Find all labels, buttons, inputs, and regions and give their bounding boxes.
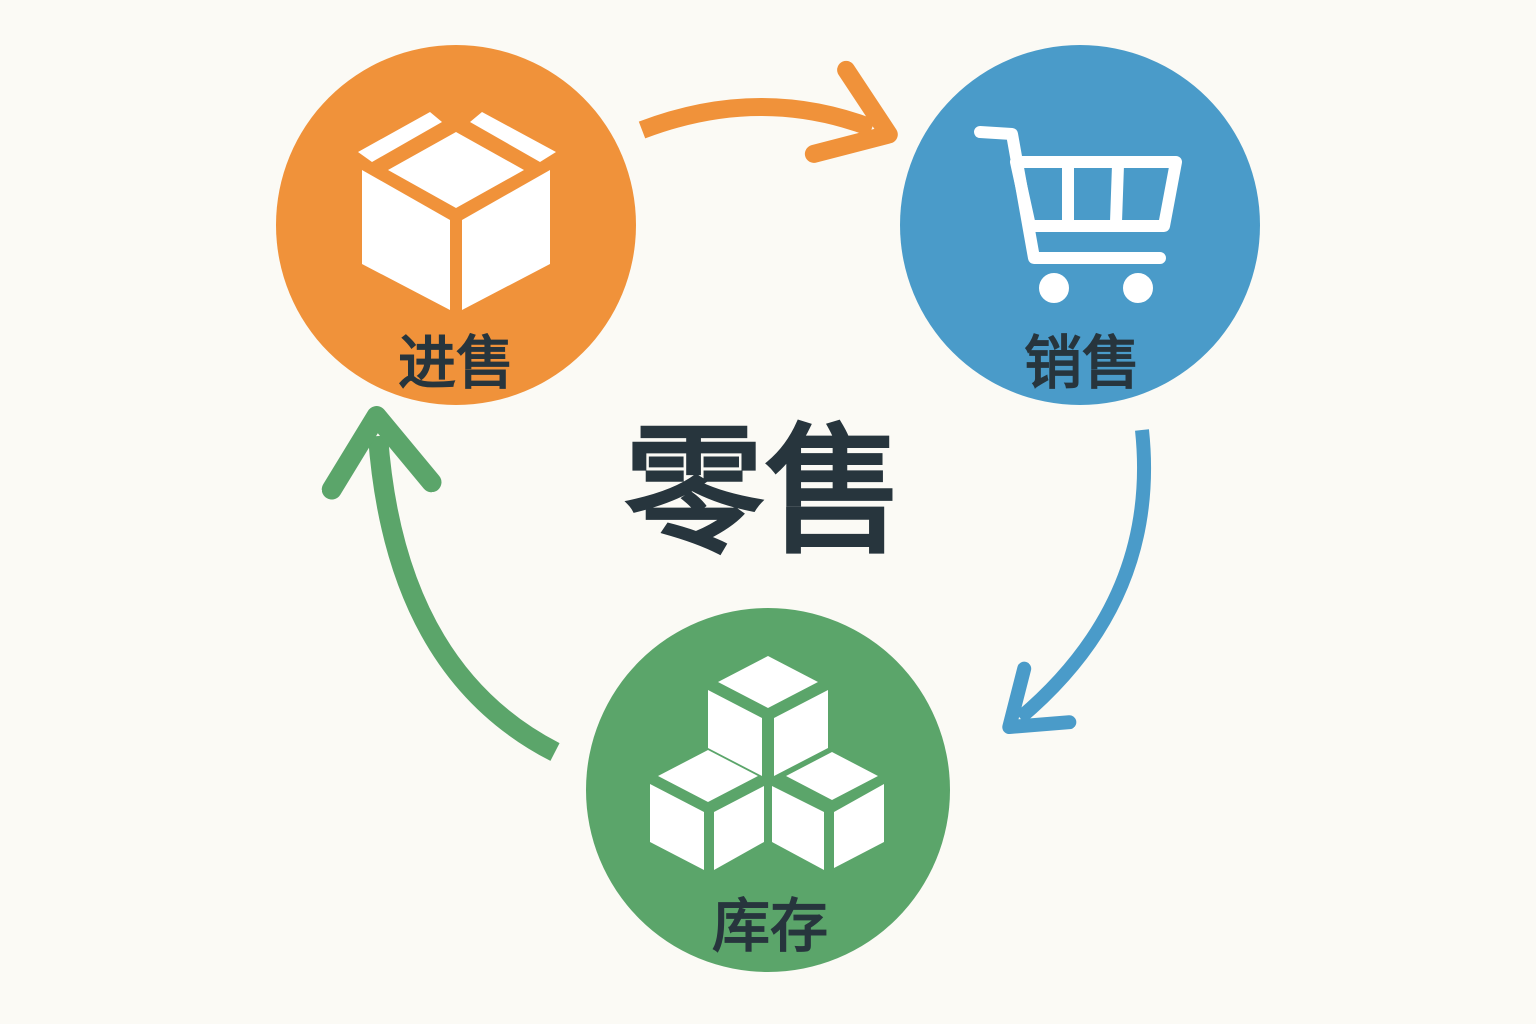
node-label: 库存	[712, 892, 828, 960]
node-purchase: 进售	[276, 45, 636, 405]
node-label: 销售	[1024, 329, 1140, 397]
shopping-cart-icon	[974, 126, 1182, 303]
box-icon	[358, 112, 556, 310]
node-inventory: 库存	[586, 608, 950, 972]
arrow-inventory-to-purchase	[321, 406, 560, 761]
stacked-cubes-icon	[650, 656, 884, 870]
node-sales: 销售	[900, 45, 1260, 405]
arrow-sales-to-inventory	[1002, 429, 1152, 735]
node-label: 进售	[398, 329, 514, 397]
center-title: 零售	[624, 411, 904, 574]
arrow-purchase-to-sales	[638, 60, 898, 163]
